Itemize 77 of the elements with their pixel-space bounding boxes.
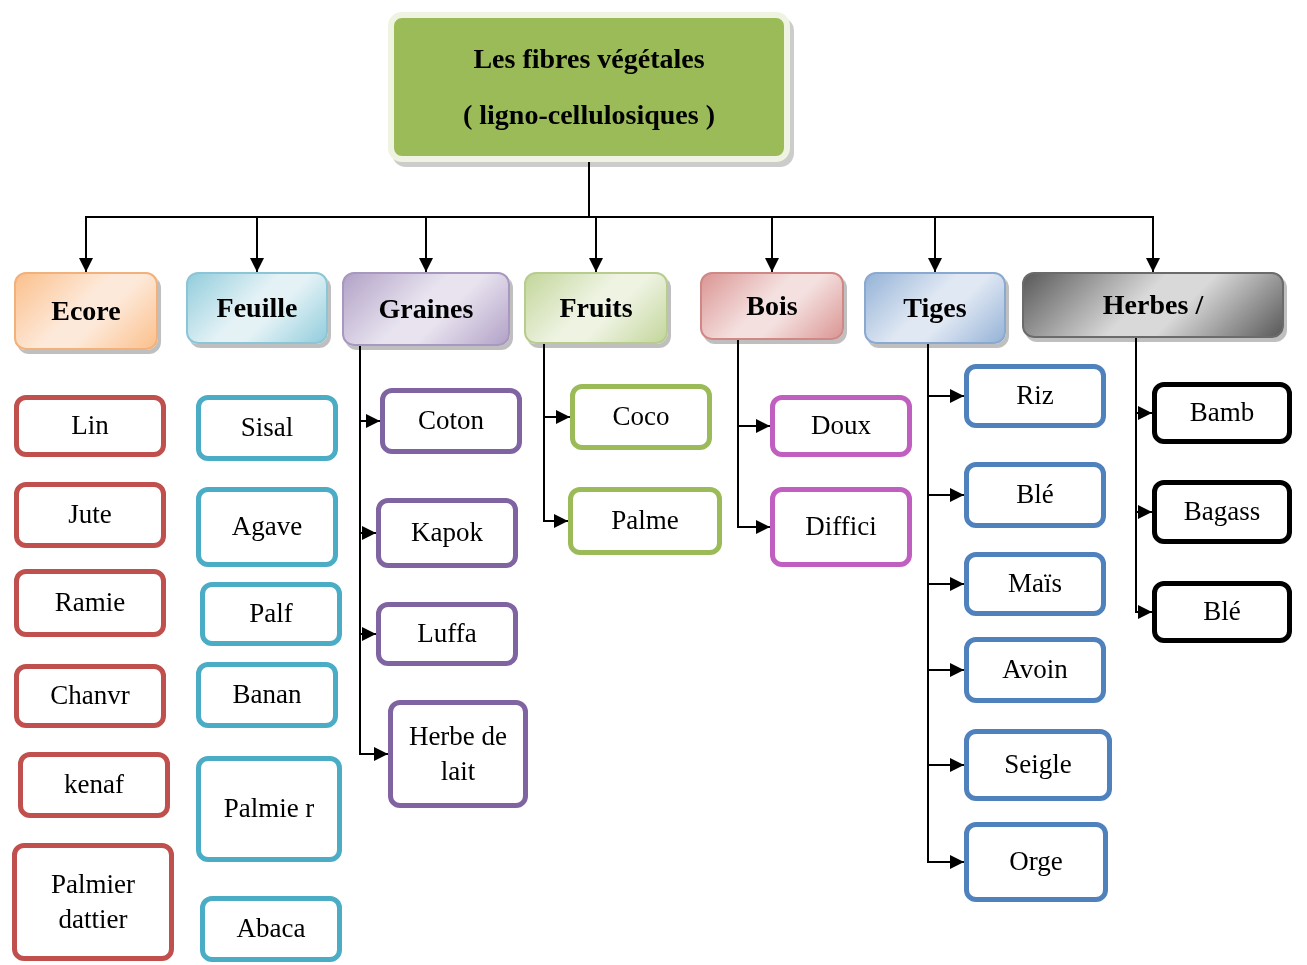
- fibre-label: Orge: [1009, 845, 1063, 879]
- category-box: [186, 272, 328, 344]
- fibre-box: [200, 582, 342, 646]
- fibre-box: [770, 395, 912, 457]
- category-label: Tiges: [903, 292, 967, 324]
- fibre-box: [14, 569, 166, 637]
- category-label: Bois: [746, 290, 798, 322]
- fibre-label: Abaca: [236, 912, 306, 946]
- fibre-box: [196, 395, 338, 461]
- fibre-label: kenaf: [64, 768, 124, 802]
- fibre-label: Bamb: [1189, 396, 1255, 430]
- fibre-label: Sisal: [240, 411, 294, 445]
- fibre-box: [964, 637, 1106, 703]
- fibre-label: Coco: [612, 400, 670, 434]
- fibre-label: Palf: [249, 597, 293, 631]
- fibre-label: Riz: [1016, 379, 1054, 413]
- fibre-box: [388, 700, 528, 808]
- fibre-box: [380, 388, 522, 454]
- fibre-label: Chanvr: [50, 679, 130, 713]
- fibre-box: [1152, 480, 1292, 544]
- fibre-label: Lin: [71, 409, 109, 443]
- fibre-box: [376, 498, 518, 568]
- category-label: Ecore: [51, 295, 121, 327]
- category-box: [524, 272, 668, 344]
- category-box: [700, 272, 844, 340]
- fibre-box: [964, 364, 1106, 428]
- fibre-box: [376, 602, 518, 666]
- title-text: ( ligno-cellulosiques ): [463, 99, 715, 131]
- title-text: Les fibres végétales: [473, 43, 705, 75]
- root-box: [388, 12, 790, 162]
- fibre-label: Palme: [611, 504, 679, 538]
- fibre-box: [196, 662, 338, 728]
- category-label: Herbes /: [1102, 289, 1204, 321]
- connector-arrow: [737, 339, 771, 534]
- fibre-box: [200, 896, 342, 962]
- fibre-label: Doux: [811, 409, 871, 443]
- fibre-box: [14, 482, 166, 548]
- fibre-box: [568, 487, 722, 555]
- category-box: [864, 272, 1006, 344]
- fibre-label: Kapok: [411, 516, 483, 550]
- category-box: [342, 272, 510, 346]
- fibre-box: [770, 487, 912, 567]
- fibre-box: [964, 729, 1112, 801]
- category-label: Fruits: [559, 292, 633, 324]
- fibre-label: Banan: [232, 678, 302, 712]
- fibre-box: [964, 552, 1106, 616]
- fibre-box: [1152, 382, 1292, 444]
- fibre-box: [12, 843, 174, 961]
- category-label: Feuille: [216, 292, 298, 324]
- fibre-label: Palmie r: [223, 792, 315, 826]
- fibre-box: [14, 664, 166, 728]
- fibre-label: Agave: [231, 510, 303, 544]
- fibre-label: Bagass: [1183, 495, 1261, 529]
- fibre-box: [196, 756, 342, 862]
- category-box: [1022, 272, 1284, 338]
- fibre-label: Avoin: [1002, 653, 1068, 687]
- fibre-label: Herbe de lait: [407, 719, 509, 788]
- fibre-box: [1152, 581, 1292, 643]
- fibre-label: Coton: [418, 404, 484, 438]
- fibre-box: [14, 395, 166, 457]
- fibre-box: [570, 384, 712, 450]
- connector-arrow: [543, 343, 569, 528]
- fibre-label: Blé: [1016, 478, 1054, 512]
- fibre-label: Seigle: [1004, 748, 1072, 782]
- fibre-box: [964, 462, 1106, 528]
- category-box: [14, 272, 158, 350]
- fibre-label: Jute: [68, 498, 112, 532]
- category-label: Graines: [378, 293, 474, 325]
- fibre-label: Diffici: [805, 510, 877, 544]
- fibre-box: [196, 487, 338, 567]
- fibre-label: Ramie: [54, 586, 126, 620]
- fibre-label: Luffa: [417, 617, 477, 651]
- fibre-box: [964, 822, 1108, 902]
- fibre-label: Blé: [1203, 595, 1241, 629]
- fibre-label: Maïs: [1008, 567, 1062, 601]
- fibre-box: [18, 752, 170, 818]
- fibre-label: Palmier dattier: [50, 867, 136, 936]
